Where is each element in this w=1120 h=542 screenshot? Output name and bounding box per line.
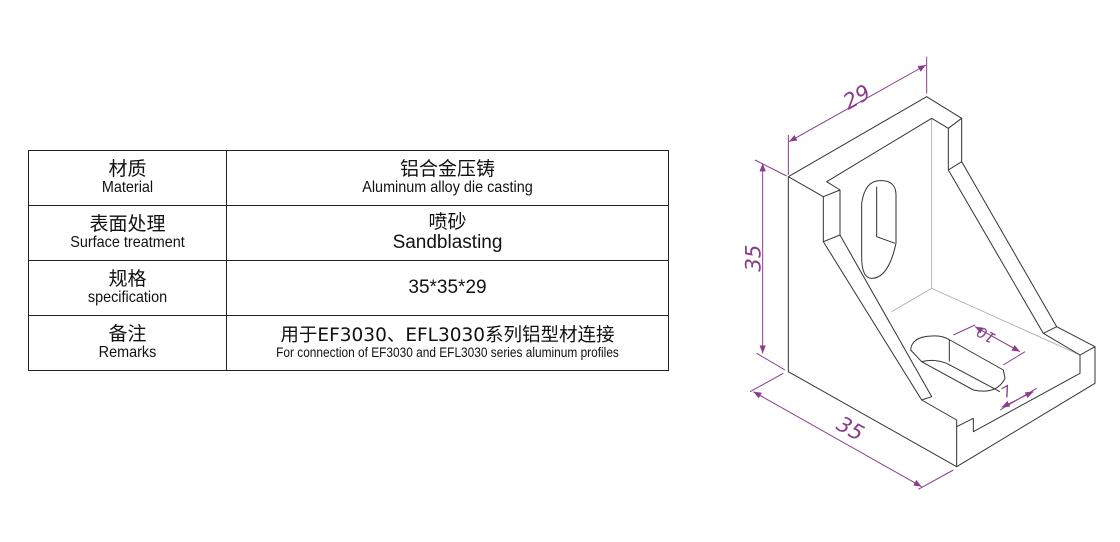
value-zh: 喷砂	[428, 211, 467, 234]
vertical-slot	[861, 180, 897, 279]
label-en: Remarks	[98, 343, 157, 361]
corner-bracket-drawing: 29 35 35 10 7	[742, 56, 1096, 490]
dimension-label: 35	[742, 245, 767, 272]
value-cell: 35*35*29	[226, 260, 669, 316]
value-en: Aluminum alloy die casting	[362, 178, 533, 196]
dimension-slot-7: 7	[999, 382, 1037, 411]
value-zh: 用于EF3030、EFL3030系列铝型材连接	[280, 325, 615, 347]
label-zh: 备注	[108, 322, 147, 345]
dimension-depth-35: 35	[749, 372, 954, 490]
label-zh: 表面处理	[89, 212, 166, 235]
dimension-height-35: 35	[742, 159, 787, 371]
label-en: Material	[101, 178, 154, 196]
dimension-label: 29	[839, 80, 875, 115]
dimension-label: 7	[999, 382, 1016, 402]
value-zh: 铝合金压铸	[399, 157, 495, 180]
horizontal-slot	[910, 335, 1006, 393]
label-zh: 材质	[108, 157, 147, 180]
dimension-width-29: 29	[787, 56, 928, 175]
dimension-slot-10: 10	[953, 322, 1026, 366]
value-en: For connection of EF3030 and EFL3030 ser…	[276, 344, 619, 360]
label-zh: 规格	[108, 267, 147, 290]
value-en: Sandblasting	[392, 232, 503, 253]
dimension-label: 35	[832, 412, 868, 447]
label-en: Surface treatment	[70, 233, 185, 251]
bracket-outline	[787, 96, 1096, 468]
value: 35*35*29	[408, 277, 487, 299]
label-en: specification	[87, 288, 168, 306]
dimension-label: 10	[974, 322, 999, 346]
